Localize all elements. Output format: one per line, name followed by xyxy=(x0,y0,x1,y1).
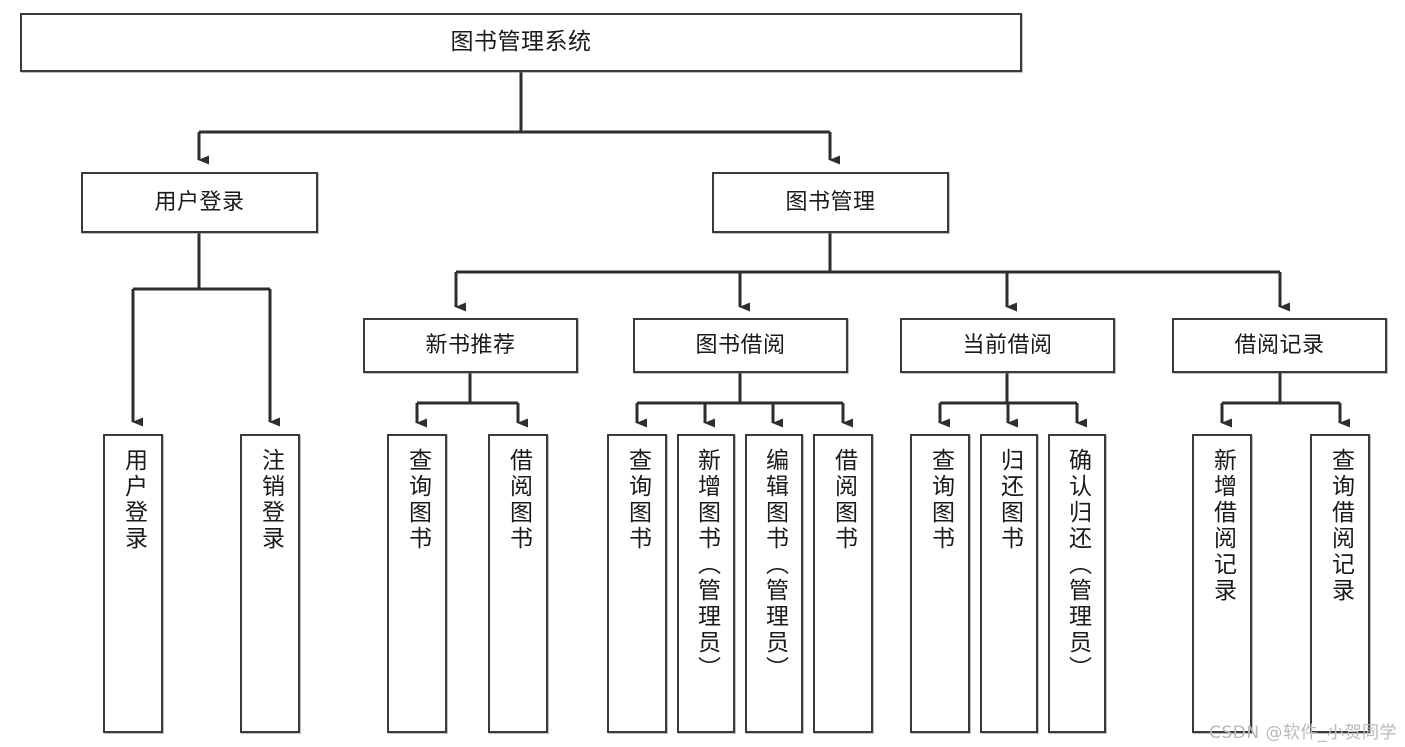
leaf-book-borrow-borrow-label: 借阅图书 xyxy=(830,448,857,552)
node-root-system[interactable]: 图书管理系统 xyxy=(20,13,1022,72)
leaf-user-login-logout[interactable]: 注销登录 xyxy=(240,434,300,733)
leaf-borrow-record-add[interactable]: 新增借阅记录 xyxy=(1192,434,1252,733)
leaf-current-borrow-confirm-label: 确认归还（管理员） xyxy=(1064,448,1091,682)
leaf-new-book-borrow-label: 借阅图书 xyxy=(505,448,532,552)
node-borrow-record-label: 借阅记录 xyxy=(1234,332,1325,358)
node-current-borrow[interactable]: 当前借阅 xyxy=(900,318,1115,373)
node-root-system-label: 图书管理系统 xyxy=(450,29,592,56)
node-new-book-recommend[interactable]: 新书推荐 xyxy=(363,318,578,373)
node-book-management[interactable]: 图书管理 xyxy=(712,172,949,233)
leaf-book-borrow-edit[interactable]: 编辑图书（管理员） xyxy=(745,434,803,733)
node-book-borrow-label: 图书借阅 xyxy=(695,332,786,358)
leaf-current-borrow-return[interactable]: 归还图书 xyxy=(980,434,1038,733)
leaf-book-borrow-add[interactable]: 新增图书（管理员） xyxy=(677,434,735,733)
node-borrow-record[interactable]: 借阅记录 xyxy=(1172,318,1387,373)
leaf-book-borrow-query[interactable]: 查询图书 xyxy=(607,434,667,733)
node-book-management-label: 图书管理 xyxy=(785,189,876,215)
leaf-book-borrow-add-label: 新增图书（管理员） xyxy=(693,448,720,682)
leaf-book-borrow-borrow[interactable]: 借阅图书 xyxy=(813,434,873,733)
leaf-borrow-record-query[interactable]: 查询借阅记录 xyxy=(1310,434,1370,733)
leaf-borrow-record-add-label: 新增借阅记录 xyxy=(1209,448,1236,604)
leaf-current-borrow-return-label: 归还图书 xyxy=(996,448,1023,552)
node-current-borrow-label: 当前借阅 xyxy=(962,332,1053,358)
leaf-new-book-query[interactable]: 查询图书 xyxy=(387,434,447,733)
leaf-current-borrow-confirm[interactable]: 确认归还（管理员） xyxy=(1048,434,1106,733)
leaf-new-book-borrow[interactable]: 借阅图书 xyxy=(488,434,548,733)
node-user-login-label: 用户登录 xyxy=(154,189,245,215)
node-book-borrow[interactable]: 图书借阅 xyxy=(633,318,848,373)
leaf-book-borrow-edit-label: 编辑图书（管理员） xyxy=(761,448,788,682)
leaf-user-login-login-label: 用户登录 xyxy=(120,448,147,552)
leaf-current-borrow-query[interactable]: 查询图书 xyxy=(910,434,970,733)
node-new-book-recommend-label: 新书推荐 xyxy=(425,332,516,358)
node-user-login[interactable]: 用户登录 xyxy=(81,172,318,233)
leaf-current-borrow-query-label: 查询图书 xyxy=(927,448,954,552)
leaf-book-borrow-query-label: 查询图书 xyxy=(624,448,651,552)
leaf-new-book-query-label: 查询图书 xyxy=(404,448,431,552)
leaf-user-login-login[interactable]: 用户登录 xyxy=(103,434,163,733)
leaf-user-login-logout-label: 注销登录 xyxy=(257,448,284,552)
watermark-text: CSDN @软件_小贺同学 xyxy=(1209,723,1397,743)
leaf-borrow-record-query-label: 查询借阅记录 xyxy=(1327,448,1354,604)
